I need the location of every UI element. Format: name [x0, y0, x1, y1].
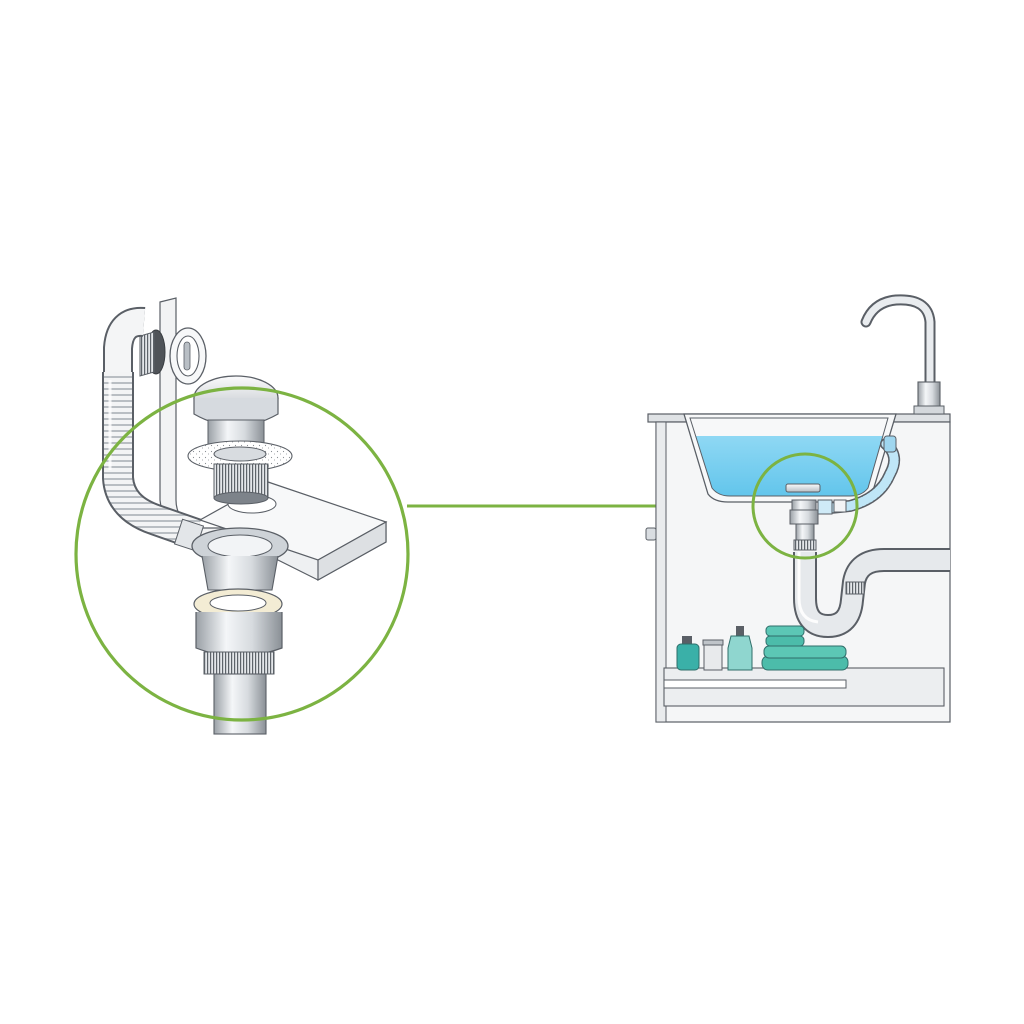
s-trap-pipe-icon: [793, 548, 950, 639]
highlight-circle-small: [751, 452, 859, 560]
detail-magnified-assembly: [102, 297, 388, 735]
drain-lower-body: [191, 527, 289, 735]
detail-magnifier-circle: [74, 386, 410, 722]
installed-drain: [785, 483, 847, 551]
overflow-hose-icon: [824, 435, 901, 514]
towel-stack-icon: [761, 625, 849, 671]
pop-up-drain-icon: [187, 375, 293, 505]
bottle-icon: [676, 626, 753, 671]
cabinet-handle: [645, 527, 657, 541]
sink-faucet-icon: [860, 294, 945, 415]
overflow-hose-icon: [102, 306, 205, 552]
